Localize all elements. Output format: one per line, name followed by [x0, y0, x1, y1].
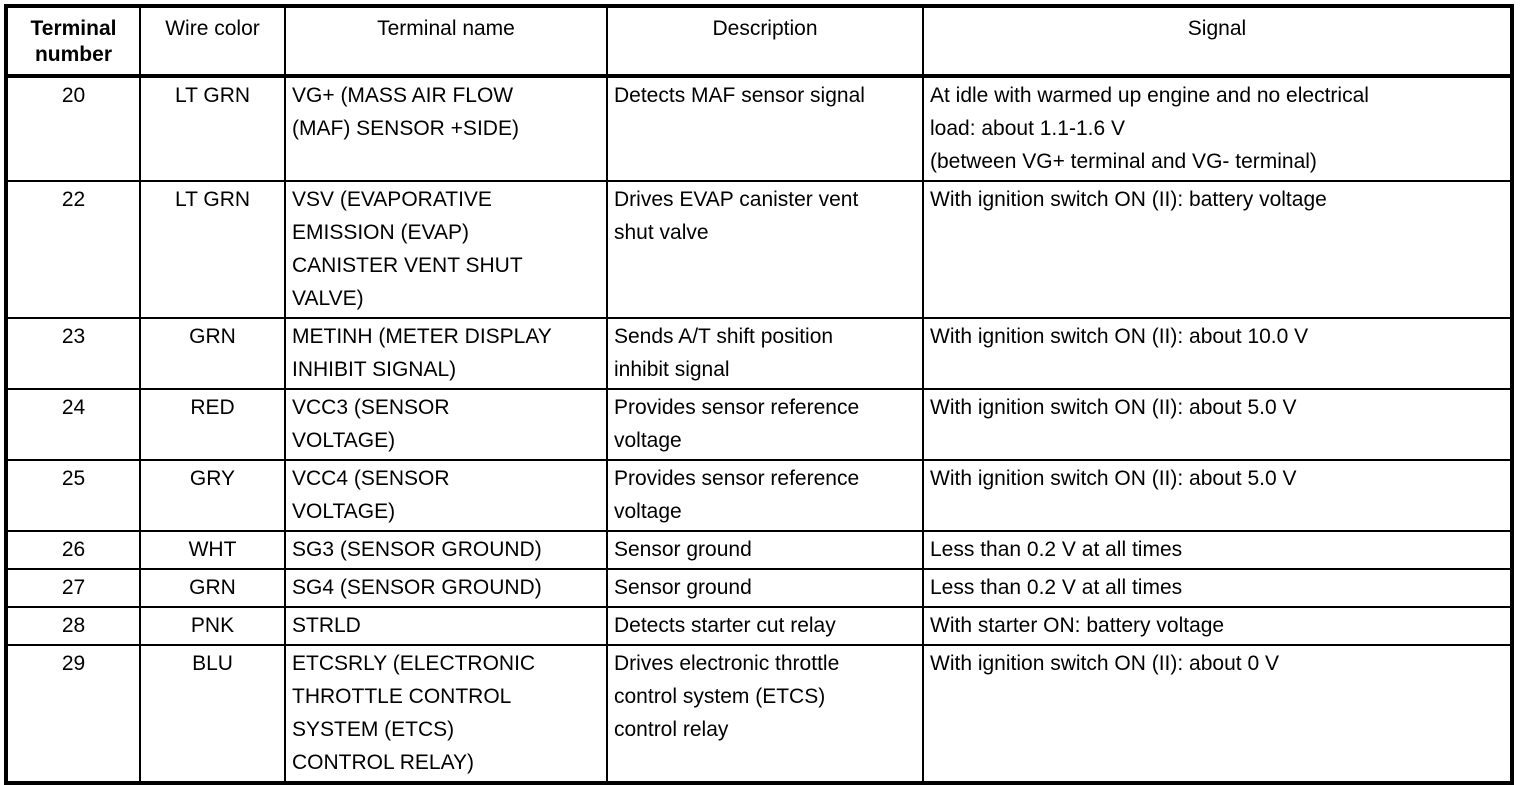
- cell-description: Detects MAF sensor signal: [606, 75, 924, 182]
- ecm-terminal-table: Terminal number Wire color Terminal name…: [4, 4, 1514, 785]
- table-row: 22 LT GRN VSV (EVAPORATIVE EMISSION (EVA…: [5, 180, 1513, 319]
- column-header-signal: Signal: [922, 5, 1513, 78]
- cell-description: Provides sensor reference voltage: [606, 388, 924, 461]
- column-header-description: Description: [606, 5, 924, 78]
- table-row: 27 GRN SG4 (SENSOR GROUND) Sensor ground…: [5, 568, 1513, 608]
- cell-terminal-number: 25: [5, 459, 141, 532]
- cell-wire-color: WHT: [139, 530, 286, 570]
- cell-terminal-number: 20: [5, 75, 141, 182]
- table-row: 28 PNK STRLD Detects starter cut relay W…: [5, 606, 1513, 646]
- cell-signal: With ignition switch ON (II): about 5.0 …: [922, 459, 1513, 532]
- document-sheet: Terminal number Wire color Terminal name…: [4, 4, 1514, 785]
- cell-description: Drives EVAP canister vent shut valve: [606, 180, 924, 319]
- cell-signal: With ignition switch ON (II): about 10.0…: [922, 317, 1513, 390]
- cell-terminal-name: SG3 (SENSOR GROUND): [284, 530, 608, 570]
- cell-terminal-name: VG+ (MASS AIR FLOW (MAF) SENSOR +SIDE): [284, 75, 608, 182]
- cell-terminal-number: 23: [5, 317, 141, 390]
- cell-wire-color: GRY: [139, 459, 286, 532]
- cell-wire-color: GRN: [139, 568, 286, 608]
- cell-terminal-name: VSV (EVAPORATIVE EMISSION (EVAP) CANISTE…: [284, 180, 608, 319]
- table-row: 23 GRN METINH (METER DISPLAY INHIBIT SIG…: [5, 317, 1513, 390]
- table-header: Terminal number Wire color Terminal name…: [5, 5, 1513, 78]
- cell-terminal-number: 22: [5, 180, 141, 319]
- column-header-terminal-name: Terminal name: [284, 5, 608, 78]
- cell-signal: Less than 0.2 V at all times: [922, 530, 1513, 570]
- cell-wire-color: GRN: [139, 317, 286, 390]
- cell-signal: At idle with warmed up engine and no ele…: [922, 75, 1513, 182]
- cell-wire-color: PNK: [139, 606, 286, 646]
- header-row: Terminal number Wire color Terminal name…: [5, 5, 1513, 78]
- cell-description: Detects starter cut relay: [606, 606, 924, 646]
- cell-signal: With starter ON: battery voltage: [922, 606, 1513, 646]
- table-row: 25 GRY VCC4 (SENSOR VOLTAGE) Provides se…: [5, 459, 1513, 532]
- cell-terminal-number: 29: [5, 644, 141, 784]
- cell-wire-color: RED: [139, 388, 286, 461]
- cell-signal: With ignition switch ON (II): about 5.0 …: [922, 388, 1513, 461]
- table-body: 20 LT GRN VG+ (MASS AIR FLOW (MAF) SENSO…: [5, 75, 1513, 784]
- cell-wire-color: LT GRN: [139, 180, 286, 319]
- cell-terminal-name: METINH (METER DISPLAY INHIBIT SIGNAL): [284, 317, 608, 390]
- cell-terminal-number: 28: [5, 606, 141, 646]
- table-row: 20 LT GRN VG+ (MASS AIR FLOW (MAF) SENSO…: [5, 75, 1513, 182]
- cell-terminal-name: ETCSRLY (ELECTRONIC THROTTLE CONTROL SYS…: [284, 644, 608, 784]
- table-row: 29 BLU ETCSRLY (ELECTRONIC THROTTLE CONT…: [5, 644, 1513, 784]
- cell-terminal-name: SG4 (SENSOR GROUND): [284, 568, 608, 608]
- cell-terminal-number: 26: [5, 530, 141, 570]
- cell-description: Sensor ground: [606, 530, 924, 570]
- cell-wire-color: LT GRN: [139, 75, 286, 182]
- cell-description: Provides sensor reference voltage: [606, 459, 924, 532]
- cell-terminal-number: 27: [5, 568, 141, 608]
- column-header-wire-color: Wire color: [139, 5, 286, 78]
- cell-wire-color: BLU: [139, 644, 286, 784]
- column-header-terminal-number: Terminal number: [5, 5, 141, 78]
- cell-terminal-name: STRLD: [284, 606, 608, 646]
- cell-signal: Less than 0.2 V at all times: [922, 568, 1513, 608]
- table-row: 24 RED VCC3 (SENSOR VOLTAGE) Provides se…: [5, 388, 1513, 461]
- cell-description: Sends A/T shift position inhibit signal: [606, 317, 924, 390]
- cell-signal: With ignition switch ON (II): battery vo…: [922, 180, 1513, 319]
- cell-description: Sensor ground: [606, 568, 924, 608]
- cell-terminal-name: VCC3 (SENSOR VOLTAGE): [284, 388, 608, 461]
- cell-terminal-number: 24: [5, 388, 141, 461]
- cell-terminal-name: VCC4 (SENSOR VOLTAGE): [284, 459, 608, 532]
- cell-description: Drives electronic throttle control syste…: [606, 644, 924, 784]
- cell-signal: With ignition switch ON (II): about 0 V: [922, 644, 1513, 784]
- table-row: 26 WHT SG3 (SENSOR GROUND) Sensor ground…: [5, 530, 1513, 570]
